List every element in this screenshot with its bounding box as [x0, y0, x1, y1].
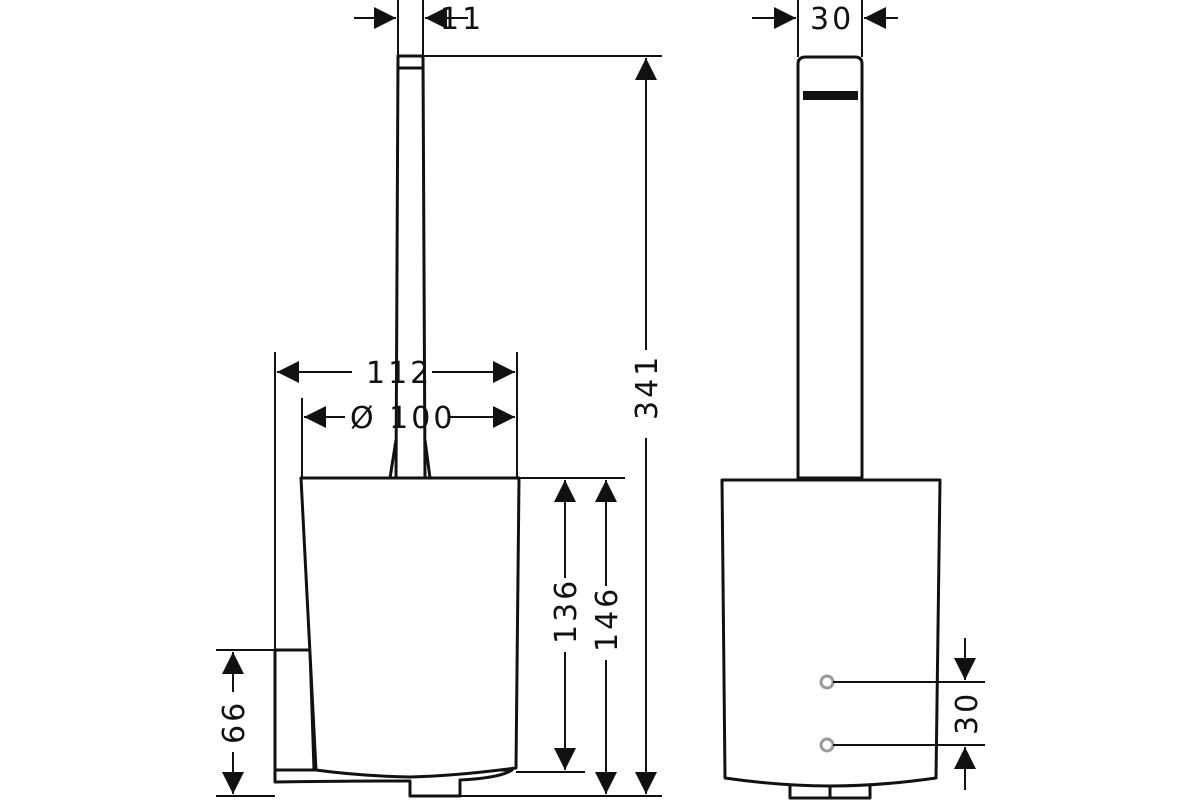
dim-label-overall-width: 112: [366, 356, 432, 391]
brush-handle-neck: [388, 439, 432, 479]
dim-label-overall-height: 341: [630, 354, 665, 420]
dim-container-height: 136: [549, 480, 584, 770]
side-brush-handle: [796, 55, 864, 480]
container-body: [299, 476, 521, 779]
dim-holder-height: 66: [217, 652, 252, 794]
dim-overall-width: 112: [277, 356, 515, 391]
dim-label-hole-spacing: 30: [950, 691, 985, 735]
brush-handle: [394, 54, 427, 480]
dim-container-height-total: 146: [590, 480, 625, 794]
dim-hole-spacing: 30: [950, 638, 985, 790]
dim-container-diameter: Ø 100: [304, 401, 515, 436]
dim-handle-width: 11: [354, 2, 484, 37]
dim-label-holder-height: 66: [217, 700, 252, 744]
dim-label-handle-width: 11: [440, 2, 484, 37]
dim-label-side-handle-width: 30: [810, 2, 854, 37]
dim-side-handle-width: 30: [752, 2, 898, 37]
front-view: 11 112 Ø 100 341 136: [216, 0, 665, 798]
dim-label-container-height: 136: [549, 578, 584, 644]
base-tray: [273, 768, 514, 798]
mounting-hole-icon: [819, 674, 835, 690]
side-handle-slot: [803, 91, 858, 100]
dim-label-container-height-total: 146: [590, 586, 625, 652]
dim-label-container-diameter: Ø 100: [350, 401, 455, 436]
side-container-body: [720, 478, 942, 788]
side-view: 30 30: [720, 0, 985, 800]
mounting-hole-icon: [819, 737, 835, 753]
dim-overall-height: 341: [630, 58, 665, 794]
wall-holder-plate: [273, 648, 316, 772]
